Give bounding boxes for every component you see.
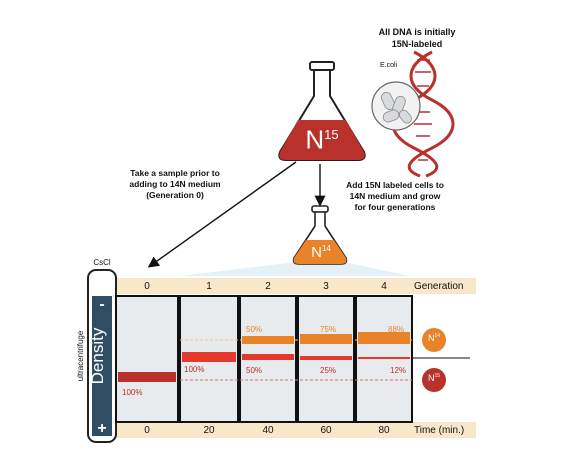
generation-title: Generation [414,281,464,292]
time-footer-bar [110,422,410,438]
pct-gen2-n14: 50% [246,325,263,334]
legend-n15-circle [422,368,446,392]
projection-fan [180,262,410,276]
generation-4: 4 [381,281,387,292]
flask-n15-letter: N [305,124,325,155]
pct-gen3-n14: 75% [320,325,337,334]
band-gen3-n14 [300,334,352,344]
step1-line2: 14N medium and grow [349,191,441,201]
step1-text: Add 15N labeled cells to 14N medium and … [330,180,460,213]
flask-n15-label: N15 [290,120,354,155]
csl-label: CsCl [93,258,111,267]
generation-3: 3 [323,281,329,292]
note-line2: 15N-labeled [391,39,443,49]
pct-gen1-n15: 100% [184,365,205,374]
step1-line3: for four generations [354,202,436,212]
time-40: 40 [262,425,274,436]
legend-n14-letter: N [427,333,435,343]
band-gen3-hybrid [300,356,352,360]
legend-n14-circle [422,328,446,352]
pct-gen2-n15: 50% [246,366,263,375]
flask-n15-icon [278,61,366,161]
band-gen2-n14 [242,336,294,344]
time-60: 60 [320,425,332,436]
legend-n14-label: N14 [422,333,446,343]
flask-n14-letter: N [311,244,322,261]
step0-text: Take a sample prior to adding to 14N med… [110,168,240,201]
flask-n14-sup: 14 [321,244,331,253]
legend-n15-letter: N [427,373,435,383]
generation-header-bar [110,278,410,294]
band-gen0-n15 [118,372,176,382]
step0-line3: (Generation 0) [146,190,204,200]
band-gen1-hybrid [182,352,236,362]
generation-1: 1 [206,281,212,292]
ecoli-label: E.coli [380,62,398,69]
step0-line2: adding to 14N medium [129,179,221,189]
generation-2: 2 [265,281,271,292]
time-title: Time (min.) [414,425,465,436]
time-0: 0 [144,425,150,436]
flask-n14-icon [292,205,348,265]
arrow-to-generation0 [147,161,297,268]
band-gen4-n14 [358,332,410,344]
pct-gen0-n15: 100% [122,388,143,397]
flask-n14-label: N14 [298,240,344,262]
note-top: All DNA is initially 15N-labeled [362,26,472,50]
note-line1: All DNA is initially [378,27,456,37]
legend-n15-label: N15 [422,373,446,383]
density-minus: - [99,296,105,313]
step1-line1: Add 15N labeled cells to [346,180,444,190]
ecoli-cell-icon [371,81,421,131]
band-gen4-hybrid [358,357,410,359]
step0-line1: Take a sample prior to [130,168,220,178]
density-label: Density [88,327,107,385]
density-plus: + [97,420,107,437]
ultracentrifuge-label: ultracentrifuge [76,330,85,382]
time-80: 80 [378,425,390,436]
legend-n15-sup: 15 [434,373,441,379]
pct-gen4-n15: 12% [390,366,407,375]
pct-gen4-n14: 88% [388,325,405,334]
band-gen2-hybrid [242,354,294,360]
generation-0: 0 [144,281,150,292]
legend-n14-sup: 14 [434,333,441,339]
flask-n15-sup: 15 [324,127,339,142]
pct-gen3-n15: 25% [320,366,337,375]
dna-helix-icon [391,50,455,178]
time-20: 20 [203,425,215,436]
